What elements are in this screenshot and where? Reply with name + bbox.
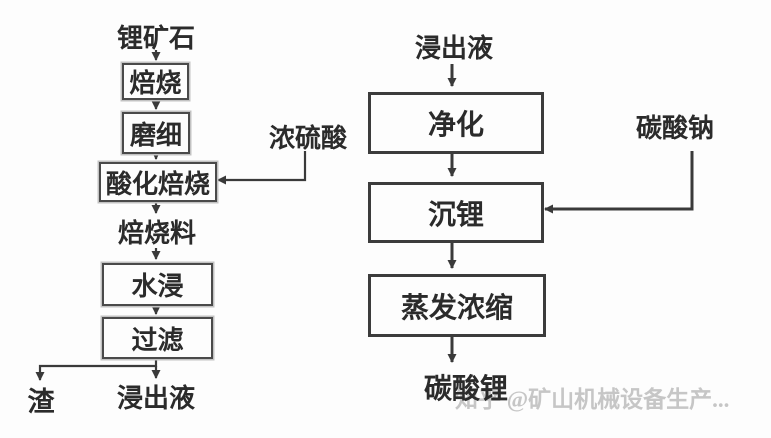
purify-box: 净化	[368, 92, 544, 154]
acid-roast-box: 酸化焙烧	[99, 162, 217, 202]
water-leach-box: 水浸	[102, 263, 213, 306]
zhihu-watermark: 知乎 @矿山机械设备生产...	[455, 387, 730, 412]
evaporate-concentrate-box: 蒸发浓缩	[368, 274, 546, 337]
slag-label: 渣	[27, 386, 55, 417]
filter-box: 过滤	[102, 317, 213, 359]
leachate-input-label: 浸出液	[414, 33, 493, 63]
roast-box: 焙烧	[122, 63, 189, 100]
lithium-ore-label: 锂矿石	[116, 23, 195, 53]
lithium-carbonate-label: 碳酸锂	[423, 374, 508, 405]
grind-box: 磨细	[122, 112, 190, 154]
sodium-carbonate-label: 碳酸钠	[635, 113, 714, 143]
leachate-output-label: 浸出液	[116, 383, 195, 413]
roasted-material-label: 焙烧料	[117, 218, 196, 248]
precipitate-lithium-box: 沉锂	[368, 182, 544, 243]
sulfuric-acid-label: 浓硫酸	[268, 123, 347, 153]
